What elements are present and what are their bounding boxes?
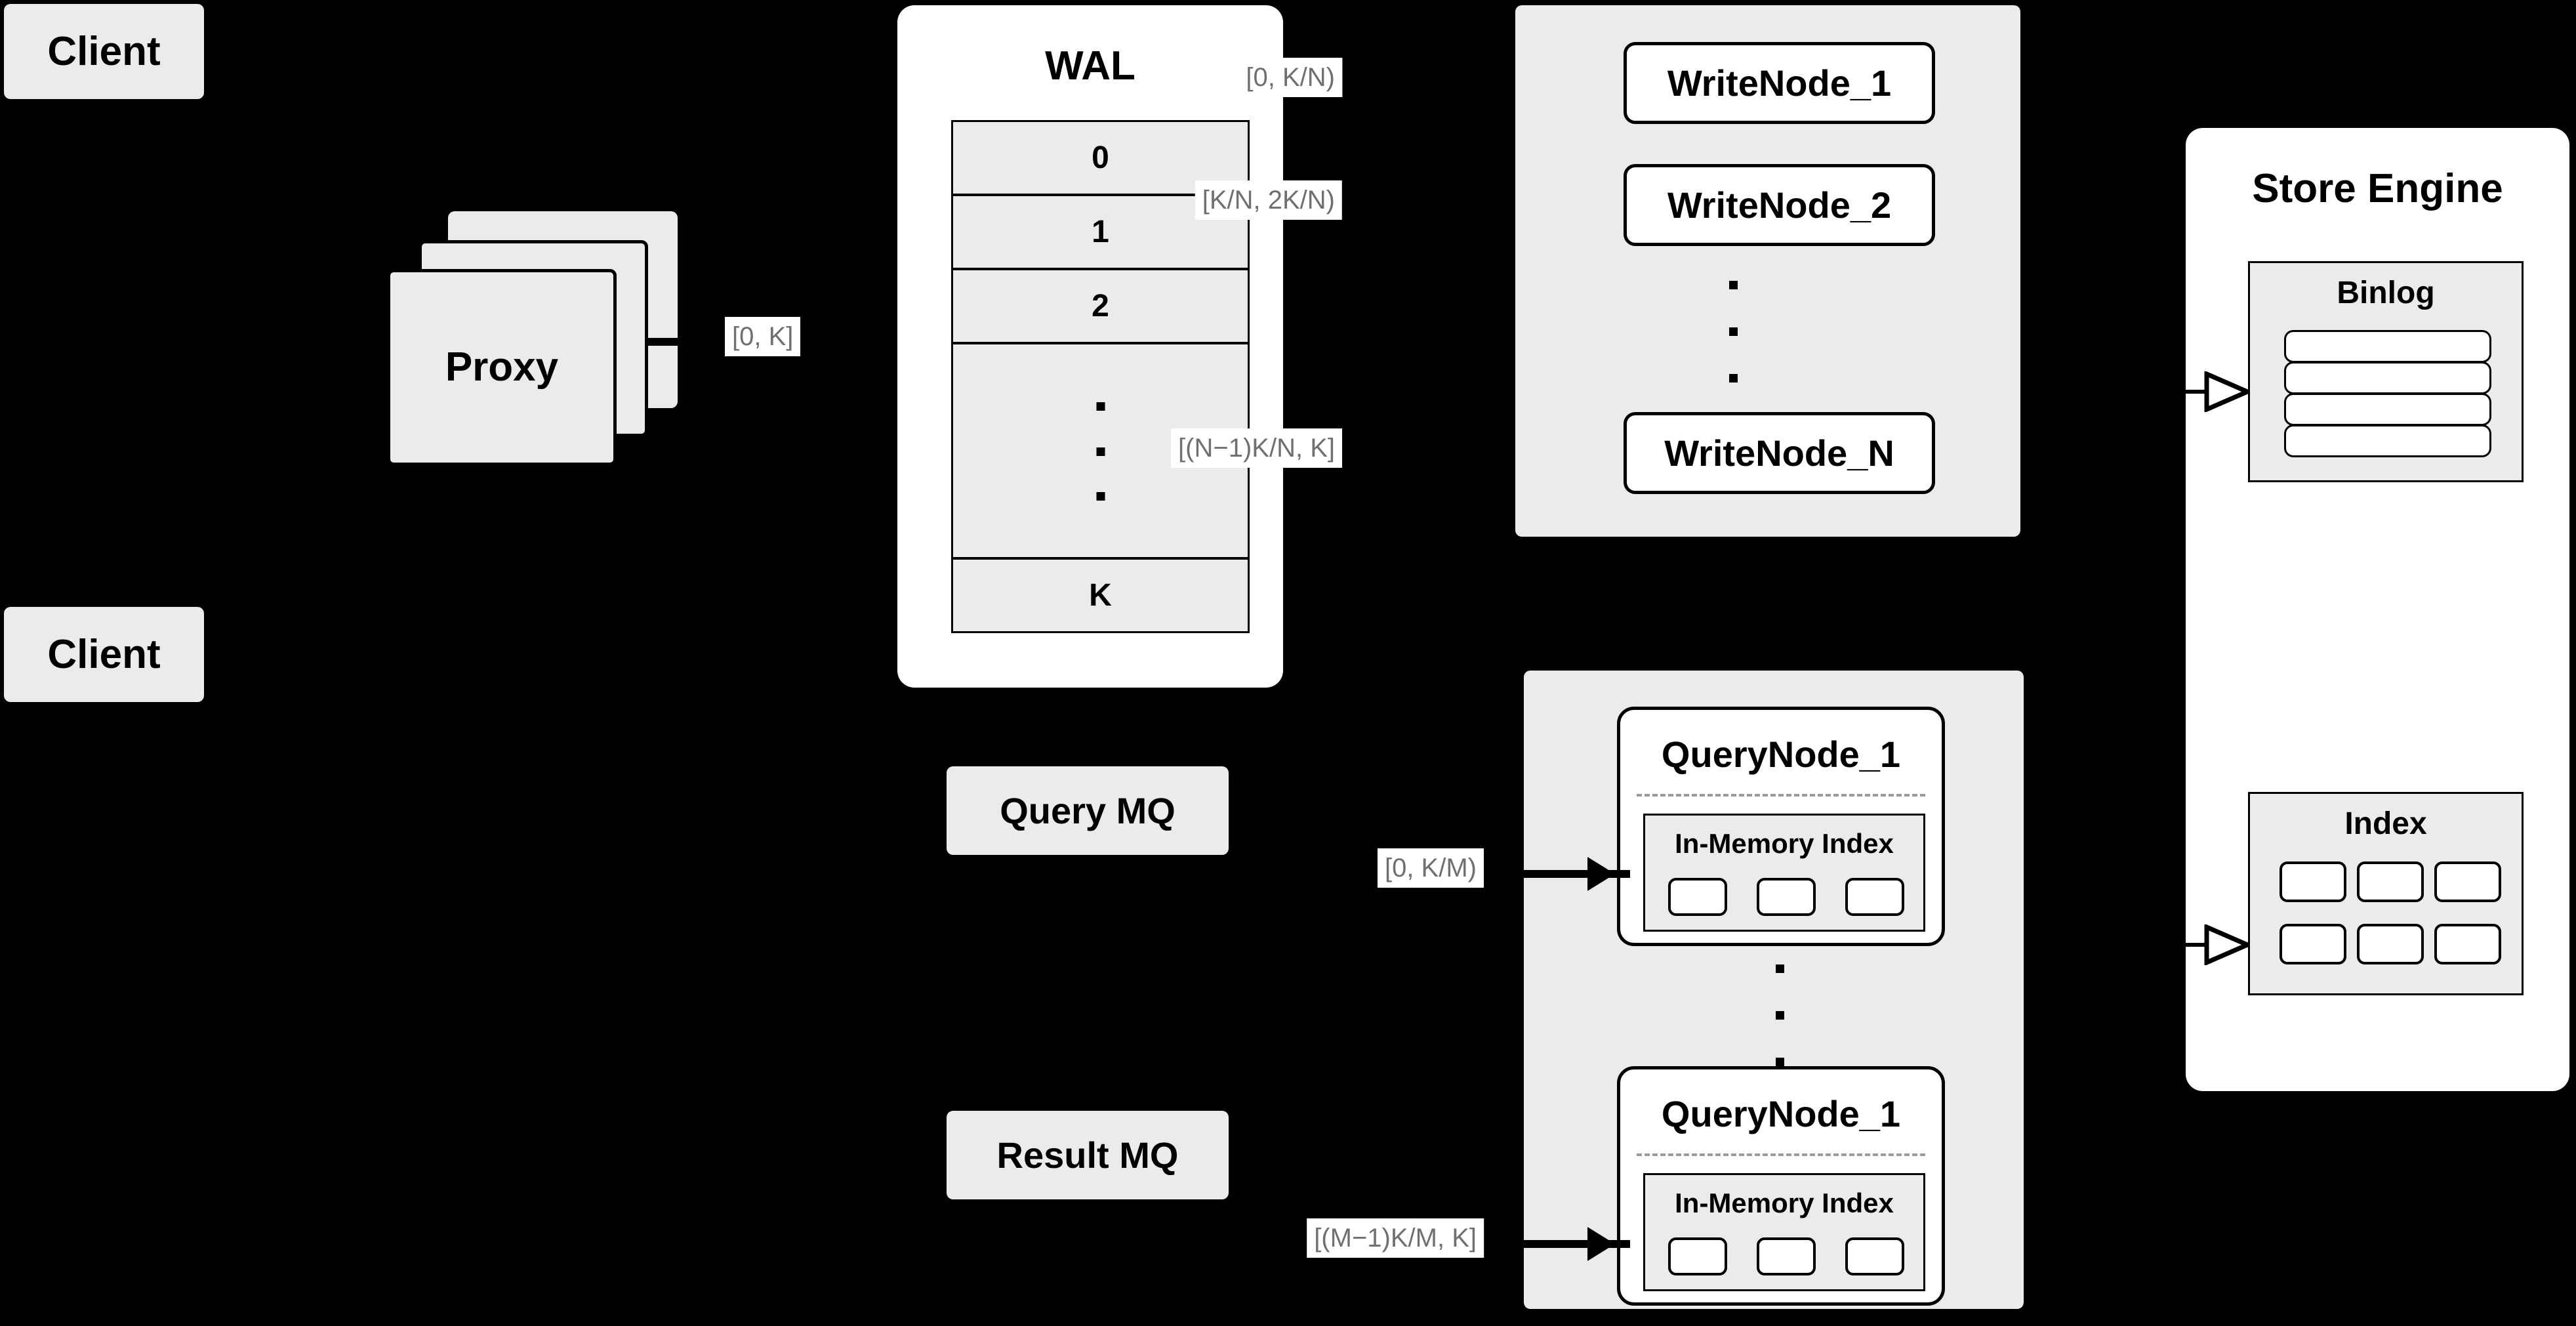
wal-row: K — [951, 558, 1250, 633]
query-range-label-2: [(M−1)K/M, K] — [1307, 1218, 1484, 1258]
wal-row: 2 — [951, 268, 1250, 344]
index-cell — [1845, 878, 1904, 916]
index-cell — [1757, 878, 1816, 916]
store-index-cell — [2434, 924, 2501, 964]
query-node-2-divider — [1637, 1153, 1925, 1156]
query-range-label-1: [0, K/M) — [1377, 848, 1484, 888]
binlog-title: Binlog — [2337, 276, 2435, 310]
write-node-group: WriteNode_1 WriteNode_2 WriteNode_N — [1515, 5, 2020, 537]
write-arrow-line-2 — [1358, 202, 1489, 210]
wal-ellipsis-icon — [1096, 402, 1105, 501]
store-index-cell — [2434, 861, 2501, 902]
query-node-2-label: QueryNode_1 — [1661, 1093, 1901, 1134]
store-engine-panel: Store Engine Binlog Index — [2186, 128, 2569, 1091]
store-index-panel: Index — [2248, 792, 2524, 995]
binlog-arrow-head-icon — [2204, 371, 2250, 412]
proxy-range-label: [0, K] — [725, 317, 801, 356]
query-arrow-head-1 — [1587, 857, 1615, 891]
index-cell — [1845, 1237, 1904, 1275]
query-node-1-divider — [1637, 794, 1925, 797]
proxy-to-wal-connector — [648, 338, 678, 346]
write-arrow-head-n — [1484, 437, 1511, 471]
binlog-arrow-line — [2169, 390, 2209, 394]
store-index-cell — [2357, 861, 2424, 902]
query-node-1-label: QueryNode_1 — [1661, 734, 1901, 775]
write-node-ellipsis-icon — [1728, 281, 1738, 383]
write-arrow-line-1 — [1358, 79, 1489, 87]
write-range-label-n: [(N−1)K/N, K] — [1171, 428, 1342, 468]
write-range-label-1: [0, K/N) — [1238, 58, 1342, 97]
wal-title: WAL — [1045, 43, 1135, 89]
binlog-row — [2284, 425, 2491, 457]
write-arrow-head-1 — [1484, 66, 1511, 100]
write-node-n[interactable]: WriteNode_N — [1624, 412, 1935, 494]
query-mq-box[interactable]: Query MQ — [947, 766, 1229, 855]
proxy-stack-card-1[interactable]: Proxy — [387, 269, 617, 466]
index-cell — [1668, 1237, 1727, 1275]
binlog-row — [2284, 362, 2491, 394]
write-node-2[interactable]: WriteNode_2 — [1624, 164, 1935, 246]
client-box-1[interactable]: Client — [4, 4, 204, 99]
binlog-row — [2284, 393, 2491, 426]
store-index-cell — [2280, 861, 2346, 902]
result-mq-box[interactable]: Result MQ — [947, 1111, 1229, 1199]
query-node-1-index-panel: In-Memory Index — [1643, 814, 1925, 932]
store-index-title: Index — [2344, 806, 2427, 841]
binlog-row — [2284, 330, 2491, 363]
query-node-1-index-title: In-Memory Index — [1675, 828, 1894, 859]
wal-row-ellipsis — [951, 342, 1250, 559]
query-arrow-head-2 — [1587, 1227, 1615, 1261]
query-node-group: QueryNode_1 In-Memory Index QueryNode_1 … — [1524, 671, 2024, 1309]
query-node-2[interactable]: QueryNode_1 In-Memory Index — [1617, 1066, 1945, 1306]
store-index-cell — [2357, 924, 2424, 964]
query-node-2-index-panel: In-Memory Index — [1643, 1173, 1925, 1291]
binlog-row-list — [2284, 330, 2491, 461]
query-node-2-index-title: In-Memory Index — [1675, 1188, 1894, 1218]
index-arrow-head-icon — [2204, 924, 2250, 965]
store-index-cell — [2280, 924, 2346, 964]
index-cell — [1668, 878, 1727, 916]
write-arrow-line-n — [1358, 450, 1489, 458]
index-arrow-line — [2169, 943, 2209, 947]
query-node-ellipsis-icon — [1775, 964, 1784, 1066]
client-box-2[interactable]: Client — [4, 607, 204, 702]
write-range-label-2: [K/N, 2K/N) — [1195, 180, 1342, 220]
index-cell — [1757, 1237, 1816, 1275]
query-node-1[interactable]: QueryNode_1 In-Memory Index — [1617, 707, 1945, 946]
binlog-panel: Binlog — [2248, 261, 2524, 482]
write-arrow-head-2 — [1484, 189, 1511, 223]
wal-panel: WAL 0 1 2 K — [897, 5, 1283, 688]
store-engine-title: Store Engine — [2252, 166, 2503, 211]
write-node-1[interactable]: WriteNode_1 — [1624, 42, 1935, 124]
